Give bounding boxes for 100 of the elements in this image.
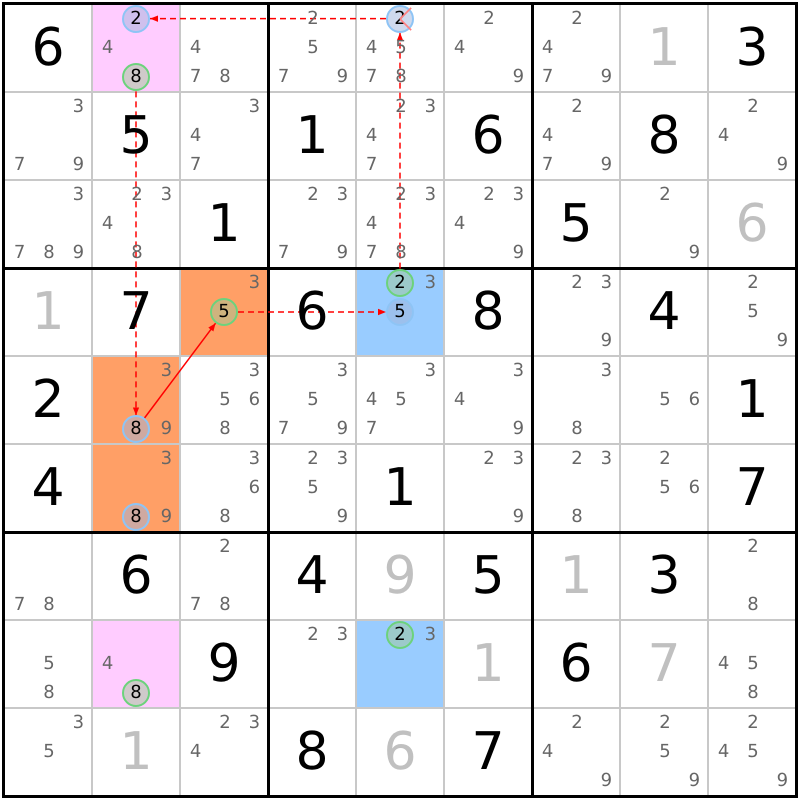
candidate-digit: 7 bbox=[364, 244, 378, 262]
candidate-digit: 3 bbox=[336, 626, 350, 644]
candidate-digit: 9 bbox=[688, 244, 702, 262]
arrow bbox=[238, 308, 386, 316]
candidate-digit: 8 bbox=[746, 596, 760, 614]
candidate-digit: 3 bbox=[600, 362, 614, 380]
candidate-digit: 9 bbox=[336, 420, 350, 438]
candidate-digit: 7 bbox=[12, 156, 26, 174]
solved-digit: 1 bbox=[470, 634, 506, 694]
given-digit: 5 bbox=[470, 546, 506, 606]
candidate-digit: 4 bbox=[188, 39, 202, 57]
candidate-digit: 5 bbox=[42, 655, 56, 673]
given-digit: 6 bbox=[118, 546, 154, 606]
candidate-digit: 8 bbox=[570, 508, 584, 526]
given-digit: 3 bbox=[734, 18, 770, 78]
given-digit: 6 bbox=[30, 18, 66, 78]
arrow bbox=[150, 15, 386, 22]
candidate-digit: 4 bbox=[364, 391, 378, 409]
candidate-digit: 5 bbox=[394, 391, 408, 409]
candidate-digit: 4 bbox=[716, 743, 730, 761]
circled-candidate: 8 bbox=[122, 415, 150, 444]
candidate-digit: 2 bbox=[658, 450, 672, 468]
candidate-digit: 7 bbox=[188, 156, 202, 174]
candidate-digit: 5 bbox=[42, 743, 56, 761]
candidate-digit: 8 bbox=[218, 508, 232, 526]
candidate-digit: 2 bbox=[570, 450, 584, 468]
candidate-digit: 4 bbox=[100, 655, 114, 673]
given-digit: 5 bbox=[558, 194, 594, 254]
candidate-digit: 2 bbox=[746, 538, 760, 556]
candidate-digit: 8 bbox=[218, 68, 232, 86]
solved-digit: 6 bbox=[382, 722, 418, 782]
candidate-digit: 7 bbox=[12, 244, 26, 262]
candidate-digit: 9 bbox=[160, 420, 174, 438]
candidate-digit: 9 bbox=[336, 244, 350, 262]
candidate-digit: 5 bbox=[306, 391, 320, 409]
candidate-digit: 9 bbox=[72, 244, 86, 262]
candidate-digit: 3 bbox=[424, 626, 438, 644]
candidate-digit: 5 bbox=[394, 39, 408, 57]
given-digit: 5 bbox=[118, 106, 154, 166]
candidate-digit: 7 bbox=[540, 68, 554, 86]
candidate-digit: 8 bbox=[394, 68, 408, 86]
candidate-digit: 3 bbox=[160, 450, 174, 468]
candidate-digit: 2 bbox=[570, 274, 584, 292]
candidate-digit: 2 bbox=[570, 714, 584, 732]
circled-candidate: 8 bbox=[122, 63, 150, 92]
candidate-digit: 3 bbox=[600, 274, 614, 292]
given-digit: 8 bbox=[470, 282, 506, 342]
candidate-digit: 7 bbox=[188, 68, 202, 86]
solved-digit: 1 bbox=[558, 546, 594, 606]
candidate-digit: 3 bbox=[336, 186, 350, 204]
candidate-digit: 8 bbox=[746, 684, 760, 702]
candidate-digit: 7 bbox=[276, 68, 290, 86]
candidate-digit: 8 bbox=[218, 596, 232, 614]
candidate-digit: 3 bbox=[248, 450, 262, 468]
candidate-digit: 2 bbox=[394, 98, 408, 116]
candidate-digit: 4 bbox=[540, 127, 554, 145]
candidate-digit: 6 bbox=[688, 391, 702, 409]
given-digit: 9 bbox=[206, 634, 242, 694]
candidate-digit: 5 bbox=[746, 655, 760, 673]
candidate-digit: 6 bbox=[688, 479, 702, 497]
candidate-digit: 9 bbox=[512, 68, 526, 86]
candidate-digit: 2 bbox=[746, 714, 760, 732]
candidate-digit: 3 bbox=[424, 274, 438, 292]
given-digit: 7 bbox=[118, 282, 154, 342]
given-digit: 8 bbox=[646, 106, 682, 166]
candidate-digit: 9 bbox=[776, 156, 790, 174]
candidate-digit: 8 bbox=[130, 244, 144, 262]
candidate-digit: 3 bbox=[600, 450, 614, 468]
candidate-digit: 8 bbox=[218, 420, 232, 438]
candidate-digit: 8 bbox=[42, 244, 56, 262]
given-digit: 4 bbox=[646, 282, 682, 342]
given-digit: 6 bbox=[470, 106, 506, 166]
arrow bbox=[132, 91, 140, 416]
candidate-digit: 2 bbox=[570, 98, 584, 116]
candidate-digit: 2 bbox=[482, 450, 496, 468]
candidate-digit: 4 bbox=[716, 127, 730, 145]
circled-candidate: 5 bbox=[210, 298, 238, 326]
candidate-digit: 4 bbox=[452, 215, 466, 233]
candidate-digit: 3 bbox=[336, 362, 350, 380]
candidate-digit: 7 bbox=[364, 68, 378, 86]
candidate-digit: 7 bbox=[188, 596, 202, 614]
arrow bbox=[144, 322, 216, 419]
candidate-digit: 7 bbox=[276, 244, 290, 262]
solved-digit: 1 bbox=[118, 722, 154, 782]
candidate-digit: 3 bbox=[160, 186, 174, 204]
candidate-digit: 7 bbox=[364, 420, 378, 438]
candidate-digit: 4 bbox=[452, 391, 466, 409]
candidate-digit: 5 bbox=[218, 391, 232, 409]
candidate-digit: 6 bbox=[248, 391, 262, 409]
candidate-digit: 3 bbox=[248, 274, 262, 292]
given-digit: 7 bbox=[470, 722, 506, 782]
candidate-digit: 3 bbox=[248, 714, 262, 732]
candidate-digit: 3 bbox=[512, 450, 526, 468]
candidate-digit: 3 bbox=[72, 186, 86, 204]
circled-candidate: 5 bbox=[386, 298, 414, 326]
candidate-digit: 9 bbox=[160, 508, 174, 526]
candidate-digit: 5 bbox=[746, 303, 760, 321]
candidate-digit: 5 bbox=[658, 391, 672, 409]
candidate-digit: 4 bbox=[100, 215, 114, 233]
given-digit: 7 bbox=[734, 458, 770, 518]
